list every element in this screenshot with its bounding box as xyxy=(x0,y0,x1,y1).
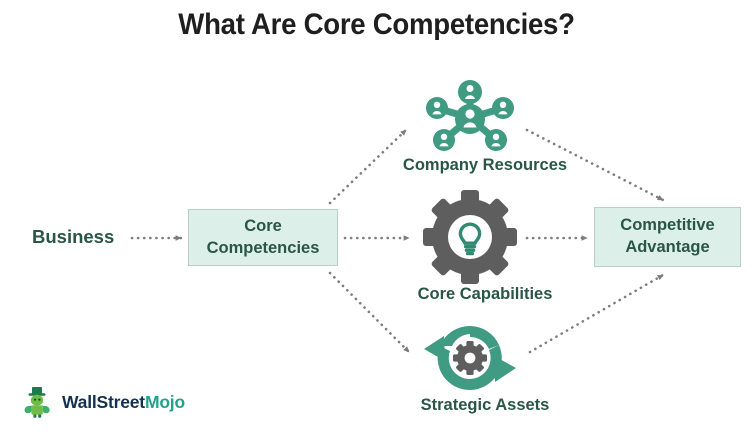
connector-core-to-assets xyxy=(328,271,411,354)
network-people-icon xyxy=(420,78,520,154)
caption-strategic-assets: Strategic Assets xyxy=(420,396,550,414)
cycle-gear-icon xyxy=(420,322,520,394)
node-core-competencies[interactable]: Core Competencies xyxy=(188,209,338,266)
node-competitive-advantage-label: Competitive Advantage xyxy=(620,216,715,256)
connector-resources-to-advantage xyxy=(525,128,665,202)
page-title: What Are Core Competencies? xyxy=(178,8,575,41)
connector-assets-to-advantage xyxy=(528,273,665,354)
bull-mascot-icon xyxy=(24,387,50,418)
logo-wordmark-first: WallStreet xyxy=(62,391,145,412)
logo-wordmark-second: Mojo xyxy=(144,391,185,412)
input-label-business: Business xyxy=(32,226,115,247)
caption-core-capabilities: Core Capabilities xyxy=(417,285,553,303)
gear-lightbulb-icon xyxy=(420,190,520,284)
caption-company-resources: Company Resources xyxy=(402,156,568,174)
logo-wordmark: WallStreetMojo xyxy=(62,392,185,413)
wallstreetmojo-logo[interactable]: WallStreetMojo xyxy=(22,385,185,419)
node-core-competencies-label: Core Competencies xyxy=(206,216,320,257)
connector-core-to-resources xyxy=(328,128,408,205)
node-competitive-advantage[interactable]: Competitive Advantage xyxy=(594,207,741,267)
